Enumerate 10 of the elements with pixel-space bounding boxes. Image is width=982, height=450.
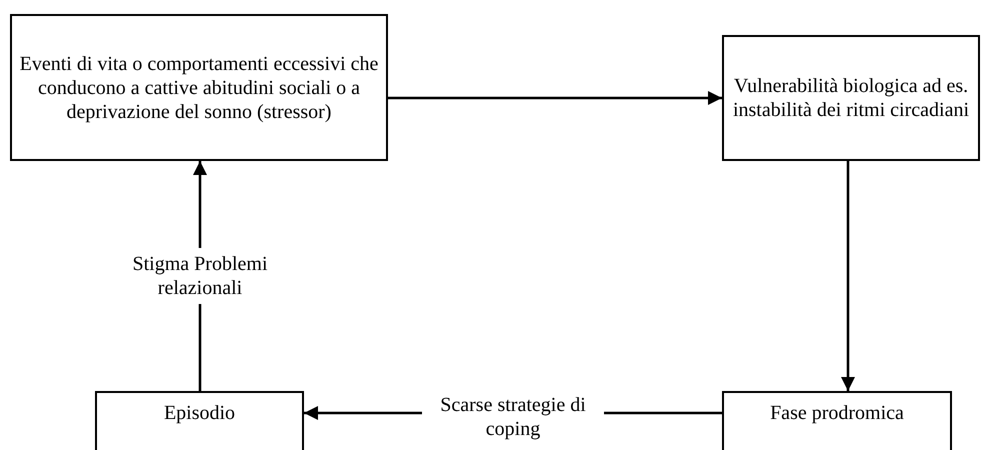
- process-box: [722, 391, 952, 450]
- process-box: [10, 14, 388, 161]
- box-text: Fase prodromica: [769, 401, 905, 425]
- box-text: Vulnerabilità biologica ad es. instabilità dei ritmi circadiani: [732, 74, 970, 122]
- process-box: [722, 35, 980, 161]
- arrow: [388, 91, 722, 105]
- box-text: Episodio: [162, 401, 236, 425]
- box-text: Eventi di vita o comportamenti eccessivi che conducono a cattive abitudini sociali o a deprivazione del sonno (stressor): [18, 52, 380, 124]
- arrow: [841, 161, 855, 391]
- process-box: [95, 391, 304, 450]
